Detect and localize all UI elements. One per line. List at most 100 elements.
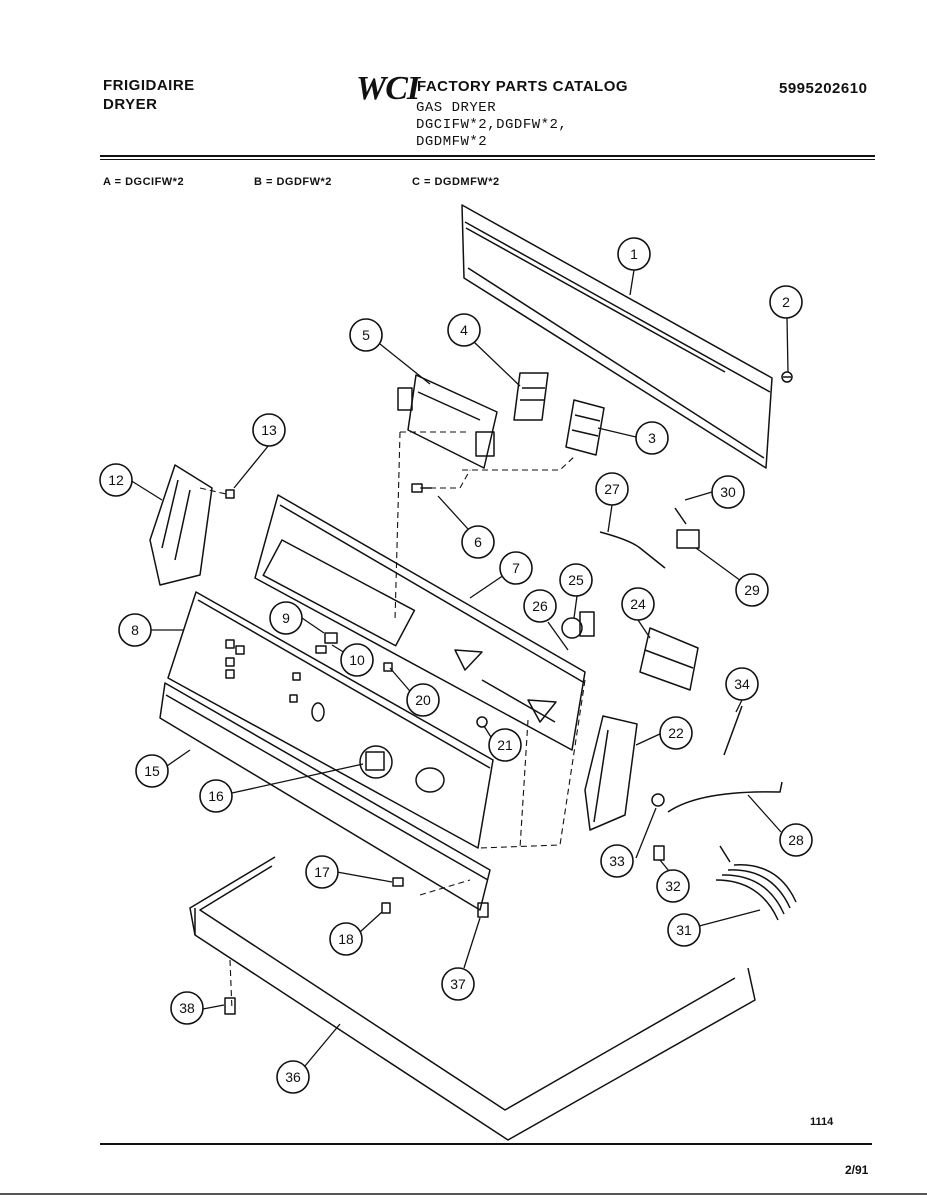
brand-name: FRIGIDAIRE (103, 77, 195, 94)
bottom-edge-rule (0, 1193, 927, 1195)
left-end-cap (149, 464, 213, 586)
wire-clip (653, 845, 665, 861)
terminal-block (676, 529, 700, 549)
small-clip (324, 632, 338, 644)
terminal-screw (674, 507, 687, 525)
callout-10: 10 (340, 643, 374, 677)
svg-text:20: 20 (415, 692, 431, 708)
svg-text:3: 3 (648, 430, 656, 446)
front-panel (167, 591, 494, 849)
screw (392, 877, 404, 887)
callout-24: 24 (621, 587, 655, 621)
svg-text:9: 9 (282, 610, 290, 626)
svg-text:2: 2 (782, 294, 790, 310)
callout-26: 26 (523, 589, 557, 623)
svg-text:27: 27 (604, 481, 620, 497)
small-clip (476, 716, 488, 728)
catalog-title: FACTORY PARTS CATALOG (417, 78, 629, 95)
callout-7: 7 (499, 551, 533, 585)
legend-a: A = DGCIFW*2 (103, 176, 185, 188)
cabinet-top (189, 856, 756, 1141)
callout-2: 2 (769, 285, 803, 319)
model-line-2: DGCIFW*2,DGDFW*2, (416, 117, 568, 133)
callout-15: 15 (135, 754, 169, 788)
main-control-panel (254, 494, 586, 751)
svg-text:18: 18 (338, 931, 354, 947)
svg-text:26: 26 (532, 598, 548, 614)
callout-33: 33 (600, 844, 634, 878)
svg-text:12: 12 (108, 472, 124, 488)
svg-text:29: 29 (744, 582, 760, 598)
callout-37: 37 (441, 967, 475, 1001)
callout-9: 9 (269, 601, 303, 635)
callout-5: 5 (349, 318, 383, 352)
svg-text:1: 1 (630, 246, 638, 262)
callout-25: 25 (559, 563, 593, 597)
model-line-1: GAS DRYER (416, 100, 497, 116)
callout-36: 36 (276, 1060, 310, 1094)
trim-strip (159, 682, 491, 911)
wire-bundle (715, 845, 797, 921)
svg-text:38: 38 (179, 1000, 195, 1016)
callout-28: 28 (779, 823, 813, 857)
svg-text:31: 31 (676, 922, 692, 938)
dial-lens (415, 767, 445, 793)
selector-switch (513, 372, 549, 421)
thermostat (561, 611, 595, 639)
legend-c: C = DGDMFW*2 (412, 176, 500, 188)
legend-b: B = DGDFW*2 (254, 176, 332, 188)
svg-text:16: 16 (208, 788, 224, 804)
svg-text:34: 34 (734, 676, 750, 692)
page-date: 2/91 (845, 1163, 869, 1177)
small-clip (383, 662, 393, 672)
callout-38: 38 (170, 991, 204, 1025)
small-harness (599, 531, 666, 569)
console-top-panel (461, 204, 773, 469)
svg-text:21: 21 (497, 737, 513, 753)
svg-text:4: 4 (460, 322, 468, 338)
svg-text:15: 15 (144, 763, 160, 779)
callout-29: 29 (735, 573, 769, 607)
header-rule-bottom (100, 159, 875, 160)
callout-30: 30 (711, 475, 745, 509)
svg-text:36: 36 (285, 1069, 301, 1085)
timer-bracket (397, 374, 498, 469)
callout-3: 3 (635, 421, 669, 455)
model-list: GAS DRYER DGCIFW*2,DGDFW*2, DGDMFW*2 (416, 100, 567, 151)
relay-block (639, 627, 699, 691)
grommet (651, 793, 665, 807)
wci-logo: WCI (356, 70, 420, 107)
callout-16: 16 (199, 779, 233, 813)
svg-text:5: 5 (362, 327, 370, 343)
leader-lines (129, 269, 789, 1067)
svg-text:22: 22 (668, 725, 684, 741)
header-rule-top (100, 155, 875, 157)
svg-text:37: 37 (450, 976, 466, 992)
callout-18: 18 (329, 922, 363, 956)
svg-text:17: 17 (314, 864, 330, 880)
callout-20: 20 (406, 683, 440, 717)
panel-screw (781, 371, 793, 383)
callout-17: 17 (305, 855, 339, 889)
small-screw (225, 489, 235, 499)
callout-8: 8 (118, 613, 152, 647)
svg-text:28: 28 (788, 832, 804, 848)
svg-text:8: 8 (131, 622, 139, 638)
svg-text:6: 6 (474, 534, 482, 550)
callout-1: 1 (617, 237, 651, 271)
part-callouts: 1 2 3 4 5 6 7 8 9 10 12 13 15 16 17 18 2… (99, 237, 813, 1094)
brand-block: FRIGIDAIRE DRYER (103, 76, 195, 114)
callout-34: 34 (725, 667, 759, 701)
callout-31: 31 (667, 913, 701, 947)
svg-text:24: 24 (630, 596, 646, 612)
callout-13: 13 (252, 413, 286, 447)
bolt (723, 705, 743, 756)
callout-22: 22 (659, 716, 693, 750)
page-code: 1114 (810, 1116, 834, 1128)
right-end-cap (584, 715, 638, 831)
model-line-3: DGDMFW*2 (416, 134, 488, 150)
callout-21: 21 (488, 728, 522, 762)
svg-text:13: 13 (261, 422, 277, 438)
clip (224, 997, 236, 1015)
